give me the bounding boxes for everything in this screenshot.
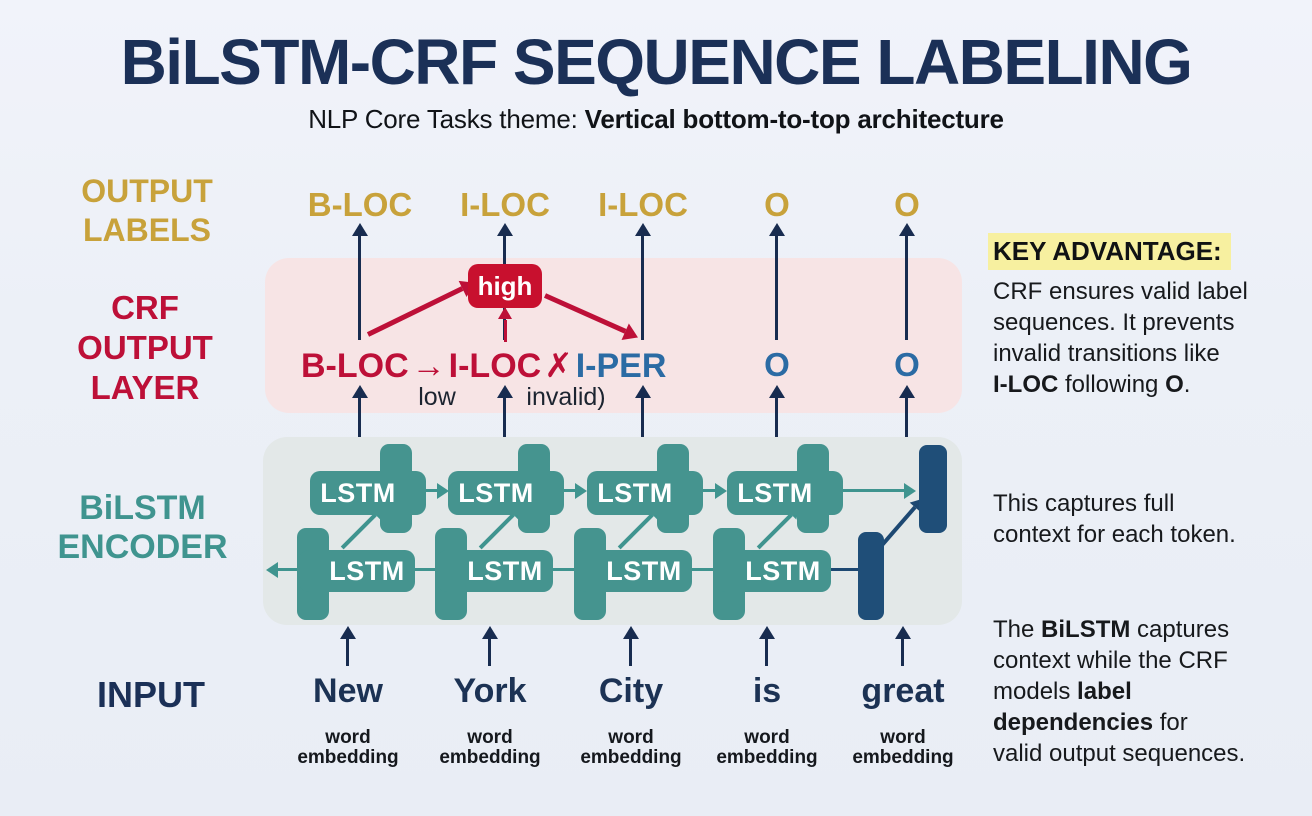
input-token-1: New bbox=[313, 672, 383, 710]
arrow-crf-to-label-5 bbox=[905, 236, 908, 340]
low-score-label: low bbox=[418, 383, 456, 411]
key-advantage-title: KEY ADVANTAGE: bbox=[988, 233, 1231, 270]
output-label-3: I-LOC bbox=[598, 186, 688, 223]
lstm-fwd-1: LSTM bbox=[310, 471, 426, 515]
summary-note: The BiLSTM captures context while the CR… bbox=[993, 614, 1293, 769]
lstm-fwd-2: LSTM bbox=[448, 471, 564, 515]
arrow-input-2 bbox=[488, 639, 491, 666]
output-label-5: O bbox=[894, 186, 920, 223]
context-note: This captures full context for each toke… bbox=[993, 488, 1293, 550]
note-line: The BiLSTM captures bbox=[993, 616, 1230, 643]
note-line: I-LOC following O. bbox=[993, 371, 1191, 398]
note-line: dependencies for bbox=[993, 709, 1188, 736]
crf-token-iloc: I-LOC bbox=[448, 346, 542, 385]
output-label-4: O bbox=[764, 186, 790, 223]
invalid-label: invalid) bbox=[526, 383, 606, 411]
note-line: invalid transitions like bbox=[993, 340, 1220, 367]
arrow-input-5 bbox=[901, 639, 904, 666]
page-subtitle: NLP Core Tasks theme: Vertical bottom-to… bbox=[0, 104, 1312, 135]
crf-token-iper: I-PER bbox=[575, 346, 667, 385]
note-line: valid output sequences. bbox=[993, 740, 1246, 767]
note-line: models label bbox=[993, 678, 1132, 705]
input-token-4: is bbox=[752, 672, 782, 710]
subtitle-bold: Vertical bottom-to-top architecture bbox=[584, 104, 1004, 134]
input-token-5: great bbox=[861, 672, 945, 710]
note-line: sequences. It prevents bbox=[993, 309, 1235, 336]
layer-label-input: INPUT bbox=[97, 674, 205, 715]
bwd-hidden-state-bar bbox=[858, 532, 884, 620]
output-label-2: I-LOC bbox=[460, 186, 550, 223]
arrow-bilstm-to-crf-5 bbox=[905, 398, 908, 437]
arrow-bwd-3-2 bbox=[547, 568, 574, 571]
arrow-state-to-bwd-4 bbox=[825, 568, 858, 571]
crf-layer-panel bbox=[265, 258, 962, 413]
crf-transition-row: B-LOC → I-LOC ✗ I-PER bbox=[301, 346, 666, 386]
subtitle-prefix: NLP Core Tasks theme: bbox=[308, 104, 585, 134]
key-advantage-note: KEY ADVANTAGE: CRF ensures valid label s… bbox=[988, 233, 1293, 400]
lstm-bwd-1: LSTM bbox=[299, 550, 415, 592]
lstm-fwd-3: LSTM bbox=[587, 471, 703, 515]
arrow-crf-to-label-3 bbox=[641, 236, 644, 340]
arrow-crf-to-label-1 bbox=[358, 236, 361, 340]
high-transition-badge: high bbox=[468, 264, 542, 308]
arrow-input-3 bbox=[629, 639, 632, 666]
arrow-iloc-to-high bbox=[503, 320, 507, 342]
layer-label-crf-output: CRF OUTPUT LAYER bbox=[77, 289, 213, 406]
lstm-bwd-2: LSTM bbox=[437, 550, 553, 592]
input-token-2: York bbox=[453, 672, 527, 710]
bilstm-encoder-panel bbox=[263, 437, 962, 625]
arrow-bilstm-to-crf-1 bbox=[358, 398, 361, 437]
arrow-bwd-4-3 bbox=[686, 568, 713, 571]
arrow-bilstm-to-crf-2 bbox=[503, 398, 506, 437]
note-line: context while the CRF bbox=[993, 647, 1228, 674]
lstm-bwd-4: LSTM bbox=[715, 550, 831, 592]
crf-token-o-2: O bbox=[894, 346, 920, 383]
invalid-cross-icon: ✗ bbox=[544, 347, 573, 385]
crf-token-bloc: B-LOC bbox=[301, 346, 409, 385]
arrow-bilstm-to-crf-4 bbox=[775, 398, 778, 437]
input-token-3: City bbox=[598, 672, 664, 710]
arrow-input-1 bbox=[346, 639, 349, 666]
layer-label-bilstm-encoder: BiLSTM ENCODER bbox=[57, 489, 228, 566]
layer-label-output-labels: OUTPUT LABELS bbox=[81, 173, 213, 248]
arrow-input-4 bbox=[765, 639, 768, 666]
arrow-fwd-4-out bbox=[830, 489, 904, 492]
note-line: This captures full bbox=[993, 490, 1175, 517]
note-line: context for each token. bbox=[993, 521, 1236, 548]
note-line: CRF ensures valid label bbox=[993, 278, 1248, 305]
fwd-hidden-state-bar bbox=[919, 445, 947, 533]
page-title: BiLSTM-CRF SEQUENCE LABELING bbox=[120, 26, 1193, 98]
lstm-fwd-4: LSTM bbox=[727, 471, 843, 515]
output-label-1: B-LOC bbox=[307, 186, 413, 223]
arrow-bwd-2-1 bbox=[409, 568, 435, 571]
arrow-bilstm-to-crf-3 bbox=[641, 398, 644, 437]
arrow-crf-to-label-4 bbox=[775, 236, 778, 340]
crf-token-o-1: O bbox=[764, 346, 790, 383]
lstm-bwd-3: LSTM bbox=[576, 550, 692, 592]
transition-arrow-icon: → bbox=[411, 346, 446, 385]
arrow-bwd-1-out bbox=[278, 568, 297, 571]
